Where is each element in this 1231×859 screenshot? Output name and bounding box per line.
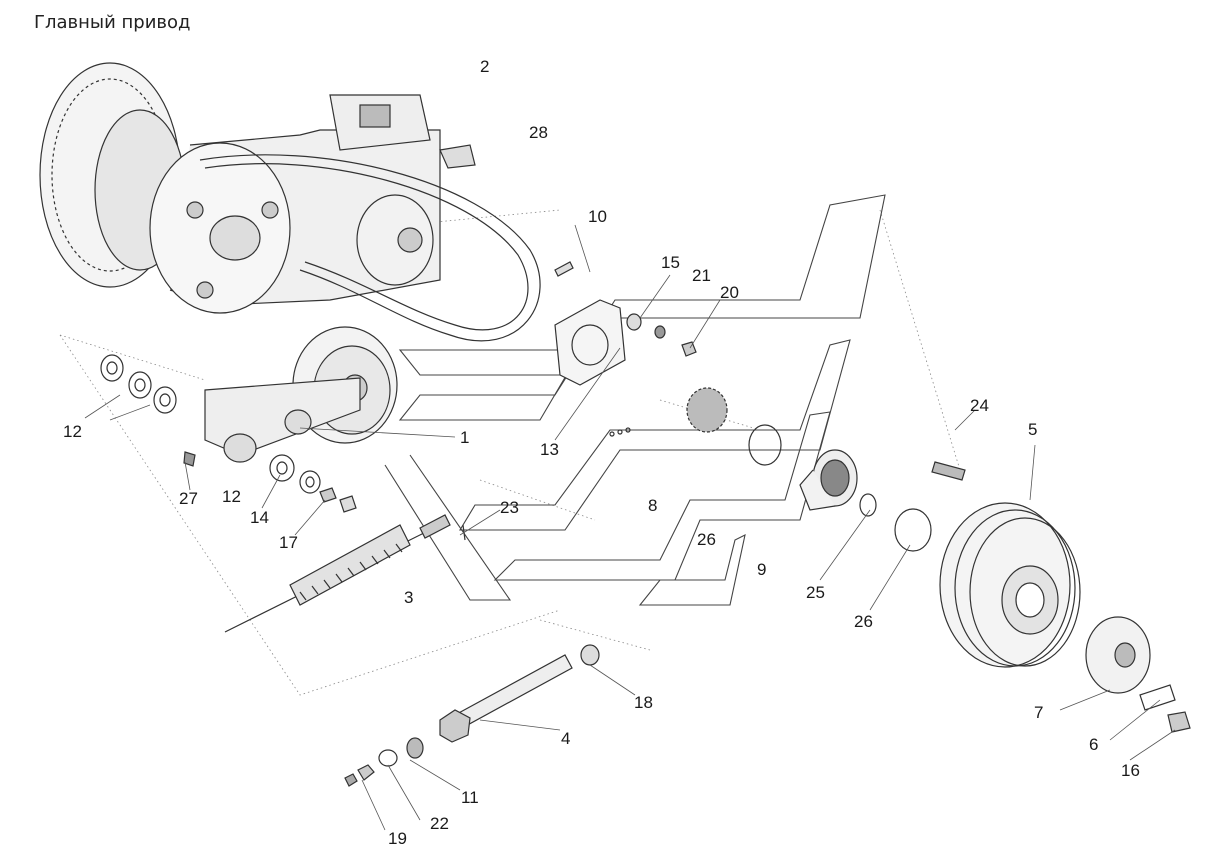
callout-12-left: 12 [63, 422, 82, 441]
callout-15: 15 [661, 253, 680, 272]
callout-18: 18 [634, 693, 653, 712]
tensioner-pulley [204, 326, 398, 463]
chevron-arrow-shapes [384, 194, 886, 606]
callout-2: 2 [480, 57, 490, 76]
callout-21: 21 [692, 266, 711, 285]
washers-set [100, 354, 357, 513]
callout-22: 22 [430, 814, 449, 833]
callout-23: 23 [500, 498, 519, 517]
leader-lines [84, 224, 1176, 831]
callout-16: 16 [1121, 761, 1140, 780]
gasket-and-pin [554, 261, 697, 437]
spring-rod [224, 514, 466, 633]
callout-8: 8 [648, 496, 658, 515]
callout-24: 24 [970, 396, 989, 415]
drive-belt [199, 154, 541, 342]
callout-5: 5 [1028, 420, 1038, 439]
callout-26-lower: 26 [854, 612, 873, 631]
callout-13: 13 [540, 440, 559, 459]
dotted-guide-lines [59, 209, 961, 696]
main-gearbox-assembly [39, 62, 476, 314]
callout-27: 27 [179, 489, 198, 508]
callout-9: 9 [757, 560, 767, 579]
callout-14: 14 [250, 508, 269, 527]
callout-6: 6 [1089, 735, 1099, 754]
diagram-title: Главный привод [34, 12, 191, 33]
callout-25: 25 [806, 583, 825, 602]
callout-7: 7 [1034, 703, 1044, 722]
main-pulley [939, 502, 1191, 733]
pivot-bolt [344, 644, 600, 787]
callout-28: 28 [529, 123, 548, 142]
callout-10: 10 [588, 207, 607, 226]
callout-1: 1 [460, 428, 470, 447]
callout-26-upper: 26 [697, 530, 716, 549]
callout-17: 17 [279, 533, 298, 552]
callout-19: 19 [388, 829, 407, 848]
callout-20: 20 [720, 283, 739, 302]
gear-and-bearing [686, 387, 966, 552]
callout-3: 3 [404, 588, 414, 607]
callout-12-lower: 12 [222, 487, 241, 506]
callout-4: 4 [561, 729, 571, 748]
callout-11: 11 [461, 788, 479, 807]
